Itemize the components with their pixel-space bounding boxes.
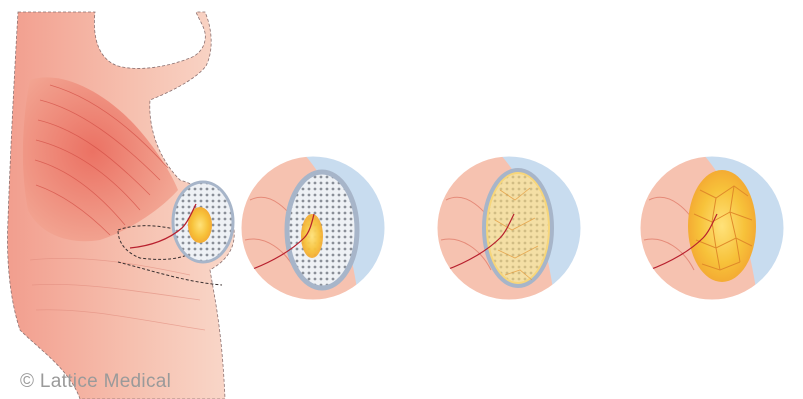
stage-circle-2 <box>437 150 596 310</box>
torso-side-view <box>8 12 235 399</box>
copyright-text: Lattice Medical <box>40 371 171 392</box>
stage-circle-1 <box>241 150 400 310</box>
stage-circle-3 <box>640 150 799 310</box>
copyright-watermark: © Lattice Medical <box>20 371 171 393</box>
copyright-symbol: © <box>20 371 34 392</box>
